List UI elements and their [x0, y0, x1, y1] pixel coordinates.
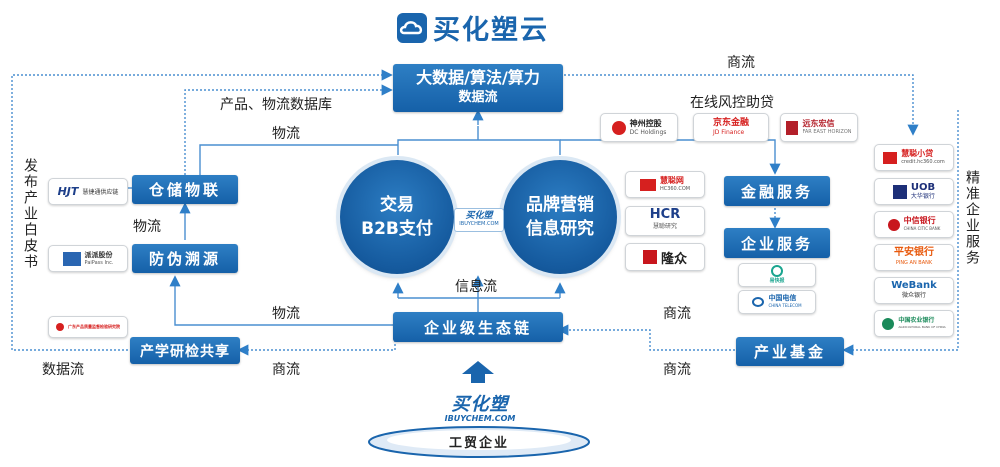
- logo-dc-name: 神州控股: [629, 118, 662, 128]
- logo-webank-sub: 微众银行: [901, 291, 926, 299]
- logo-far-east: 远东宏信 FAR EAST HORIZON: [780, 113, 858, 142]
- logo-hc360-name: 慧聪网: [659, 175, 684, 185]
- bottom-logo-name: 买化塑: [451, 394, 509, 415]
- brand-header: 买化塑云: [397, 8, 549, 47]
- label-product-db: 产品、物流数据库: [220, 97, 332, 113]
- big-data-title: 大数据/算法/算力: [416, 68, 540, 87]
- logo-dc-holdings: 神州控股 DC Holdings: [600, 113, 678, 142]
- logo-longzhong: 隆众: [625, 243, 705, 271]
- bottom-label: 工贸企业: [448, 436, 509, 451]
- logo-webank-name: WeBank: [891, 279, 937, 291]
- logo-paipass-sub: PaiPass Inc.: [84, 259, 114, 266]
- logo-hjt-sub: 慧捷通供应链: [82, 189, 119, 196]
- logo-hjt: HJT 慧捷通供应链: [48, 178, 128, 205]
- logo-hcr-sub: 慧聪研究: [652, 223, 677, 230]
- logo-paipass: 派派股份 PaiPass Inc.: [48, 245, 128, 272]
- logo-gd-quality: 广东产品质量监督检验研究院: [48, 316, 128, 338]
- logo-abc: 中国农业银行 AGRICULTURAL BANK OF CHINA: [874, 310, 954, 337]
- logo-fe-sub: FAR EAST HORIZON: [802, 128, 852, 135]
- circle-brand-line1: 品牌营销: [526, 195, 594, 215]
- logo-uob-name: UOB: [910, 181, 936, 193]
- logo-webank: WeBank 微众银行: [874, 277, 954, 304]
- bottom-logo-sub: IBUYCHEM.COM: [444, 414, 516, 423]
- logo-fe-name: 远东宏信: [802, 118, 835, 128]
- center-badge-name: 买化塑: [465, 211, 493, 221]
- logo-pingan-name: 平安银行: [894, 246, 934, 258]
- finance-service-box: 金融服务: [724, 176, 830, 206]
- label-commerce-low-right: 商流: [663, 362, 691, 378]
- research-box: 产学研检共享: [130, 337, 240, 364]
- circle-brand-line2: 信息研究: [526, 219, 594, 239]
- logo-ekuaibao-name: 易快报: [769, 278, 785, 284]
- label-logistics-low: 物流: [272, 306, 300, 322]
- circle-trade-payment: 交易 B2B支付: [340, 160, 454, 274]
- logo-jd-sub: JD Finance: [712, 128, 745, 136]
- logo-uob: UOB 大华银行: [874, 178, 954, 205]
- circle-brand-research: 品牌营销 信息研究: [503, 160, 617, 274]
- circle-trade-line1: 交易: [380, 195, 414, 215]
- logo-citic-sub: CHINA CITIC BANK: [903, 225, 941, 231]
- logo-abc-sub: AGRICULTURAL BANK OF CHINA: [898, 324, 946, 329]
- logo-pingan-sub: PING AN BANK: [895, 259, 933, 266]
- logo-paipass-name: 派派股份: [84, 250, 113, 259]
- logo-longzhong-name: 隆众: [660, 251, 687, 267]
- label-risk-loan: 在线风控助贷: [690, 95, 774, 111]
- logo-hc360-sub: HC360.COM: [659, 185, 691, 192]
- eco-chain-box: 企业级生态链: [393, 312, 563, 342]
- label-info-flow: 信息流: [455, 279, 497, 295]
- logo-hccredit-sub: credit.hc360.com: [901, 158, 945, 165]
- center-badge: 买化塑 IBUYCHEM.COM: [454, 208, 504, 232]
- label-whitepaper: 发布产业白皮书: [22, 158, 38, 270]
- cloud-logo-icon: [397, 12, 427, 43]
- label-precise-service: 精准企业服务: [964, 170, 980, 266]
- logo-ekuaibao: 易快报: [738, 263, 816, 287]
- brand-name: 买化塑云: [433, 15, 549, 46]
- up-arrow-icon: [462, 361, 494, 383]
- logo-telecom-name: 中国电信: [768, 294, 797, 302]
- logo-hccredit-name: 慧聪小贷: [901, 148, 934, 158]
- logo-hcr: HCR 慧聪研究: [625, 206, 705, 236]
- logo-hc-credit: 慧聪小贷 credit.hc360.com: [874, 144, 954, 171]
- label-commerce-low-left: 商流: [272, 362, 300, 378]
- bottom-logo: 买化塑 IBUYCHEM.COM: [430, 394, 530, 426]
- center-badge-sub: IBUYCHEM.COM: [459, 221, 499, 227]
- logo-jd-name: 京东金融: [712, 117, 749, 128]
- warehouse-box: 仓储物联: [132, 175, 238, 204]
- label-data-flow: 数据流: [42, 362, 84, 378]
- enterprise-service-box: 企业服务: [724, 228, 830, 258]
- circle-trade-line2: B2B支付: [361, 219, 433, 239]
- logo-uob-sub: 大华银行: [910, 192, 935, 200]
- logo-citic-name: 中信银行: [903, 215, 936, 225]
- big-data-sub: 数据流: [458, 90, 498, 105]
- big-data-box: 大数据/算法/算力 数据流: [393, 64, 563, 112]
- label-commerce-mid: 商流: [663, 306, 691, 322]
- logo-hc360: 慧聪网 HC360.COM: [625, 171, 705, 198]
- bottom-platform: 工贸企业: [366, 424, 592, 460]
- logo-china-telecom: 中国电信 CHINA TELECOM: [738, 290, 816, 314]
- logo-pingan: 平安银行 PING AN BANK: [874, 244, 954, 271]
- logo-dc-sub: DC Holdings: [629, 128, 667, 136]
- logo-jd-finance: 京东金融 JD Finance: [693, 113, 769, 142]
- industry-fund-box: 产业基金: [736, 337, 844, 366]
- logo-hjt-name: HJT: [57, 185, 79, 198]
- logo-citic: 中信银行 CHINA CITIC BANK: [874, 211, 954, 238]
- label-logistics-left: 物流: [133, 219, 161, 235]
- logo-telecom-sub: CHINA TELECOM: [768, 303, 802, 308]
- label-logistics-top: 物流: [272, 126, 300, 142]
- logo-abc-name: 中国农业银行: [898, 316, 935, 324]
- logo-gd-name: 广东产品质量监督检验研究院: [68, 324, 120, 329]
- anticounterfeit-box: 防伪溯源: [132, 244, 238, 273]
- logo-hcr-name: HCR: [649, 207, 681, 222]
- label-commerce-top: 商流: [727, 55, 755, 71]
